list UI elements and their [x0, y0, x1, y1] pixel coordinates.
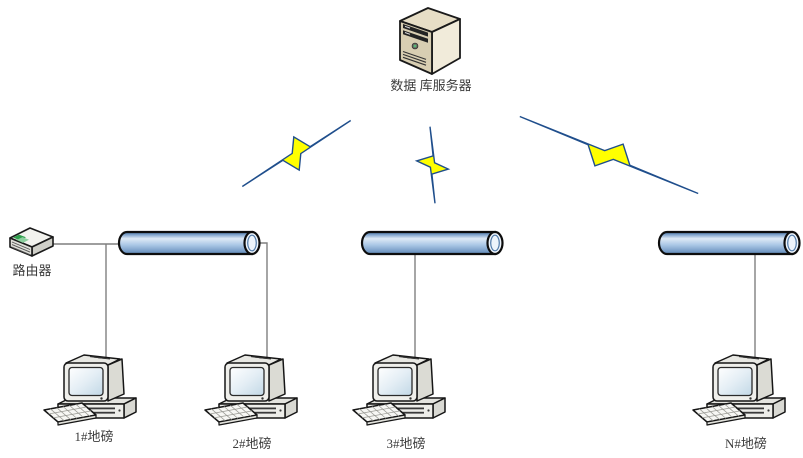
cylinder-bus-2 — [360, 230, 504, 256]
pc2-label: 2#地磅 — [232, 436, 271, 451]
pc1-label: 1#地磅 — [74, 429, 113, 444]
lightning-bolt-link-1 — [241, 119, 352, 188]
server-icon — [399, 7, 461, 75]
router-icon — [9, 227, 54, 257]
lightning-bolt-link-3 — [519, 115, 699, 195]
server-label: 数据 库服务器 — [390, 78, 471, 93]
computer-icon-pc3 — [352, 354, 446, 426]
cylinder-bus-1 — [117, 230, 261, 256]
pcN-label: N#地磅 — [725, 436, 767, 451]
cable-bus1-to-pc2 — [259, 242, 268, 366]
lightning-bolt-link-2 — [414, 126, 451, 204]
router-label: 路由器 — [12, 263, 51, 278]
computer-icon-pcN — [692, 354, 786, 426]
computer-icon-pc2 — [204, 354, 298, 426]
cylinder-bus-3 — [657, 230, 801, 256]
computer-icon-pc1 — [43, 354, 137, 426]
pc3-label: 3#地磅 — [386, 436, 425, 451]
